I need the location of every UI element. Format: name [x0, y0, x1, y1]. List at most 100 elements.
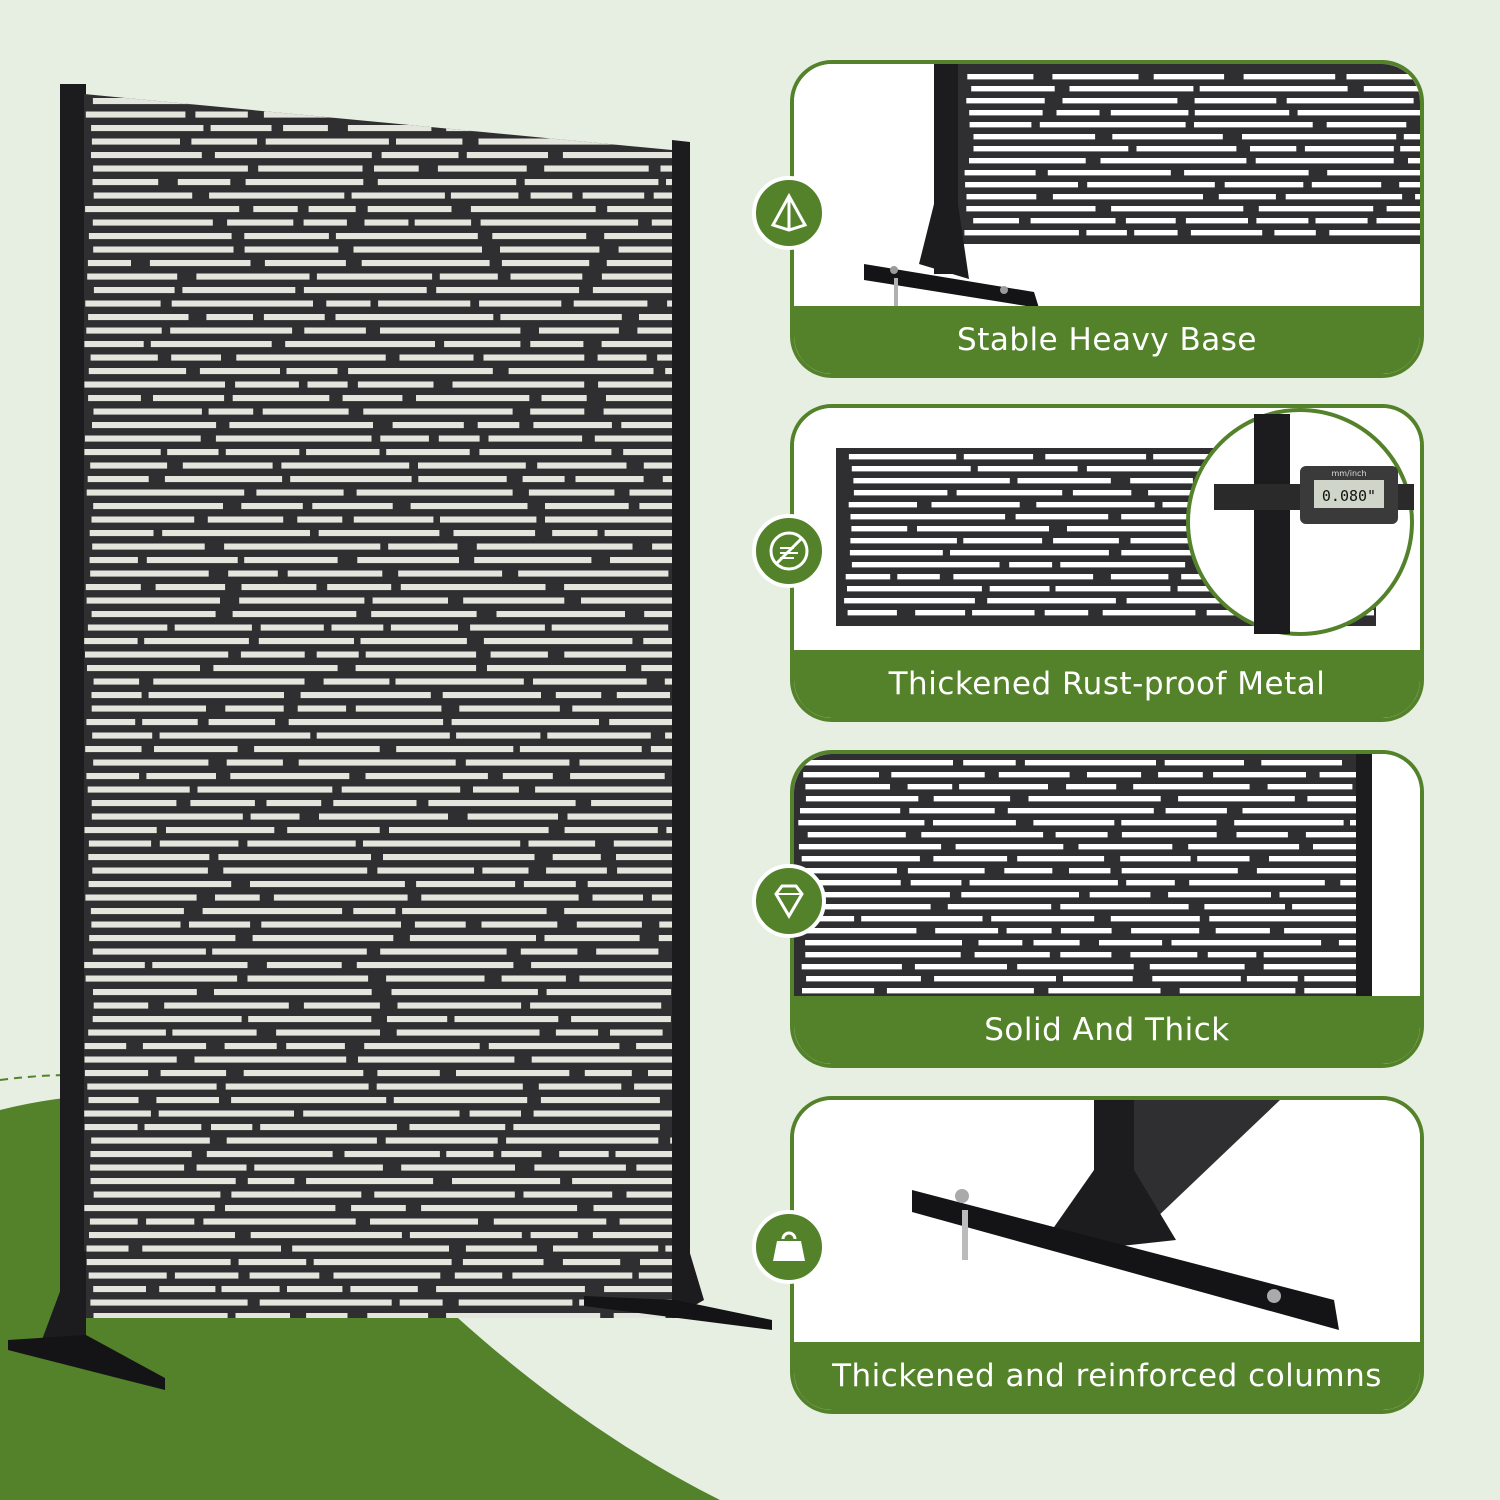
slat-slot	[1121, 832, 1217, 838]
slat-slot	[1158, 772, 1203, 778]
slat-slot	[851, 562, 1000, 568]
slat-slot	[1311, 182, 1382, 188]
slat-slot	[847, 610, 897, 616]
slat-slot	[1052, 74, 1139, 80]
slat-slot	[530, 1232, 578, 1239]
slat-slot	[391, 989, 538, 996]
base-closeup-photo	[794, 64, 1420, 314]
slat-slot	[500, 246, 600, 253]
slat-slot	[459, 705, 560, 712]
slat-slot	[667, 300, 672, 307]
slat-slot	[534, 1164, 626, 1171]
slat-slot	[456, 732, 541, 739]
slat-slot	[418, 462, 526, 469]
slat-slot	[84, 1070, 149, 1077]
slat-slot	[211, 1124, 253, 1131]
slat-slot	[520, 948, 578, 955]
slat-slot	[479, 300, 562, 307]
slat-slot	[500, 314, 622, 321]
slat-slot	[421, 1205, 578, 1212]
slat-slot	[1060, 904, 1189, 910]
slat-slot	[370, 1218, 478, 1225]
feature-card-stable-base: Stable Heavy Base	[790, 60, 1424, 378]
slat-slot	[297, 516, 343, 523]
slat-slot	[437, 165, 527, 172]
slat-slot	[571, 1016, 671, 1023]
slat-slot	[244, 557, 338, 564]
slat-slot	[851, 466, 971, 472]
slat-slot	[356, 489, 513, 496]
slat-slot	[424, 98, 525, 105]
slat-slot	[564, 827, 658, 834]
slat-slot	[240, 651, 305, 658]
slat-slot	[1099, 940, 1163, 946]
slat-slot	[564, 908, 672, 915]
slat-slot	[537, 462, 627, 469]
slat-slot	[530, 192, 573, 199]
slat-slot	[365, 651, 477, 658]
slat-slot	[281, 462, 410, 469]
slat-slot	[153, 395, 225, 402]
slat-slot	[851, 526, 908, 532]
slat-slot	[288, 719, 444, 726]
slat-slot	[263, 314, 325, 321]
slat-slot	[848, 454, 957, 460]
slat-slot	[363, 408, 513, 415]
slat-slot	[1004, 868, 1053, 874]
slat-slot	[224, 1043, 277, 1050]
slat-slot	[1236, 832, 1288, 838]
slat-slot	[662, 476, 672, 483]
left-post	[60, 84, 86, 1322]
slat-slot	[93, 1191, 221, 1198]
slat-slot	[626, 1191, 672, 1198]
slat-slot	[323, 678, 390, 685]
slat-slot	[444, 341, 521, 348]
slat-slot	[303, 219, 347, 226]
slat-slot	[335, 314, 494, 321]
slat-slot	[969, 158, 1086, 164]
slat-slot	[665, 1245, 672, 1252]
slat-slot	[393, 1097, 528, 1104]
slat-slot	[244, 246, 339, 253]
slat-slot	[469, 1110, 521, 1117]
no-rust-icon	[752, 514, 826, 588]
slat-slot	[401, 1164, 515, 1171]
slat-slot	[146, 1218, 195, 1225]
slat-slot	[847, 586, 982, 592]
slat-slot	[963, 760, 1016, 766]
slat-slot	[162, 530, 310, 537]
slat-slot	[319, 813, 448, 820]
slat-slot	[572, 705, 672, 712]
slat-slot	[1069, 868, 1111, 874]
slat-slot	[1189, 880, 1325, 886]
feature-label: Stable Heavy Base	[794, 306, 1420, 374]
slat-slot	[327, 584, 392, 591]
slat-slot	[1256, 218, 1309, 224]
slat-slot	[1261, 760, 1342, 766]
slat-slot	[367, 206, 452, 213]
slat-slot	[559, 1151, 609, 1158]
slat-slot	[374, 1191, 515, 1198]
slat-slot	[1017, 856, 1105, 862]
slat-slot	[1024, 760, 1156, 766]
slat-slot	[1250, 146, 1297, 152]
slat-slot	[463, 597, 565, 604]
slat-slot	[530, 1002, 662, 1009]
slat-slot	[1110, 916, 1200, 922]
slat-slot	[229, 422, 373, 429]
slat-slot	[998, 772, 1070, 778]
slat-slot	[564, 584, 672, 591]
feature-label: Thickened Rust-proof Metal	[794, 650, 1420, 718]
slat-slot	[1346, 74, 1420, 80]
slat-slot	[1136, 146, 1237, 152]
slat-slot	[93, 759, 209, 766]
slat-slot	[414, 921, 466, 928]
slat-slot	[640, 1259, 672, 1266]
slat-slot	[966, 194, 1037, 200]
slat-slot	[853, 478, 1010, 484]
slat-slot	[351, 192, 445, 199]
slat-slot	[1030, 218, 1116, 224]
slat-slot	[152, 962, 248, 969]
slat-slot	[182, 462, 273, 469]
slat-slot	[254, 1164, 383, 1171]
